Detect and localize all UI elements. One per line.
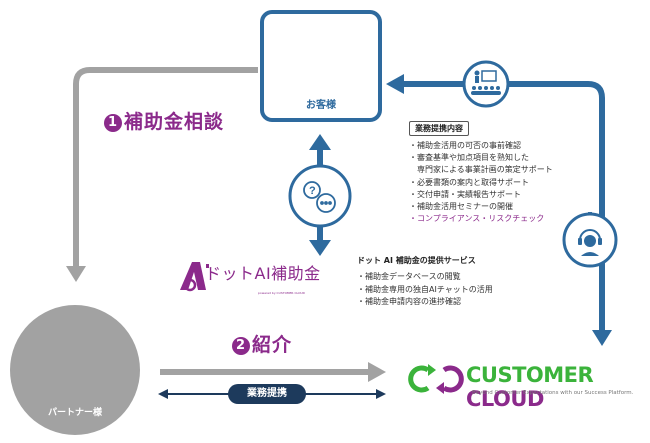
alliance-arrow-head-right xyxy=(376,389,386,399)
ai-service-item: ・補助金専用の独自AIチャットの活用 xyxy=(357,284,493,294)
ai-brand-sub: powered by CUSTOMER CLOUD xyxy=(258,291,305,295)
service-item: 専門家による事業計画の策定サポート xyxy=(409,165,553,175)
business-alliance-badge: 業務提携 xyxy=(228,384,306,404)
vertical-arrow-head-up xyxy=(309,134,331,150)
ai-logo-mark xyxy=(180,262,209,292)
customer-cloud-tagline: Beyond Customer Expectations with our Su… xyxy=(472,390,634,396)
service-item: ・補助金活用セミナーの開催 xyxy=(409,202,513,212)
step2-number: 2 xyxy=(232,337,250,355)
ai-service-item: ・補助金申請内容の進捗確認 xyxy=(357,297,461,306)
ai-brand-name: ドットAI補助金 xyxy=(205,264,321,283)
consult-arrow-head xyxy=(66,266,86,282)
consult-arrow xyxy=(73,67,258,268)
service-item: ・補助金活用の可否の事前確認 xyxy=(409,141,521,150)
customer-box xyxy=(260,10,382,122)
customer-cloud-name-part2: CLOUD xyxy=(466,387,544,411)
service-item-highlight: ・コンプライアンス・リスクチェック xyxy=(409,214,545,224)
support-arrow-head-down xyxy=(592,330,612,346)
step2-label: 紹介 xyxy=(252,334,293,356)
customer-label: お客様 xyxy=(306,100,336,111)
partner-circle xyxy=(10,305,140,435)
ai-services-title: ドット AI 補助金の提供サービス xyxy=(357,256,476,265)
service-item: ・交付申請・実績報告サポート xyxy=(409,189,521,199)
vertical-arrow-head-down xyxy=(309,240,331,256)
support-arrow-head-left xyxy=(386,74,404,94)
operator-icon xyxy=(578,229,602,256)
step1-number: 1 xyxy=(104,114,122,132)
customer-cloud-logo xyxy=(408,364,464,394)
seminar-circle xyxy=(462,60,510,108)
partner-label: パートナー様 xyxy=(47,408,102,418)
chat-icon: ? xyxy=(303,181,336,213)
services-list: ・補助金活用の可否の事前確認 ・審査基準や加点項目を熟知した 専門家による事業計… xyxy=(409,140,553,225)
services-title: 業務提携内容 xyxy=(409,121,469,136)
service-item: ・必要書類の案内と取得サポート xyxy=(409,177,529,187)
customer-cloud-name: CUSTOMER CLOUD xyxy=(466,363,650,411)
ai-services-list: ・補助金データベースの閲覧 ・補助金専用の独自AIチャットの活用 ・補助金申請内… xyxy=(357,271,493,309)
service-item: ・審査基準や加点項目を熟知した xyxy=(409,153,529,163)
customer-cloud-name-part1: CUSTOMER xyxy=(466,363,594,387)
step1-label: 補助金相談 xyxy=(124,111,225,133)
ai-service-item: ・補助金データベースの閲覧 xyxy=(357,272,461,281)
svg-text:?: ? xyxy=(309,185,316,197)
seminar-icon xyxy=(471,70,501,95)
intro-arrow-head xyxy=(368,362,386,382)
alliance-arrow-head-left xyxy=(158,389,168,399)
support-arrow xyxy=(402,81,605,332)
